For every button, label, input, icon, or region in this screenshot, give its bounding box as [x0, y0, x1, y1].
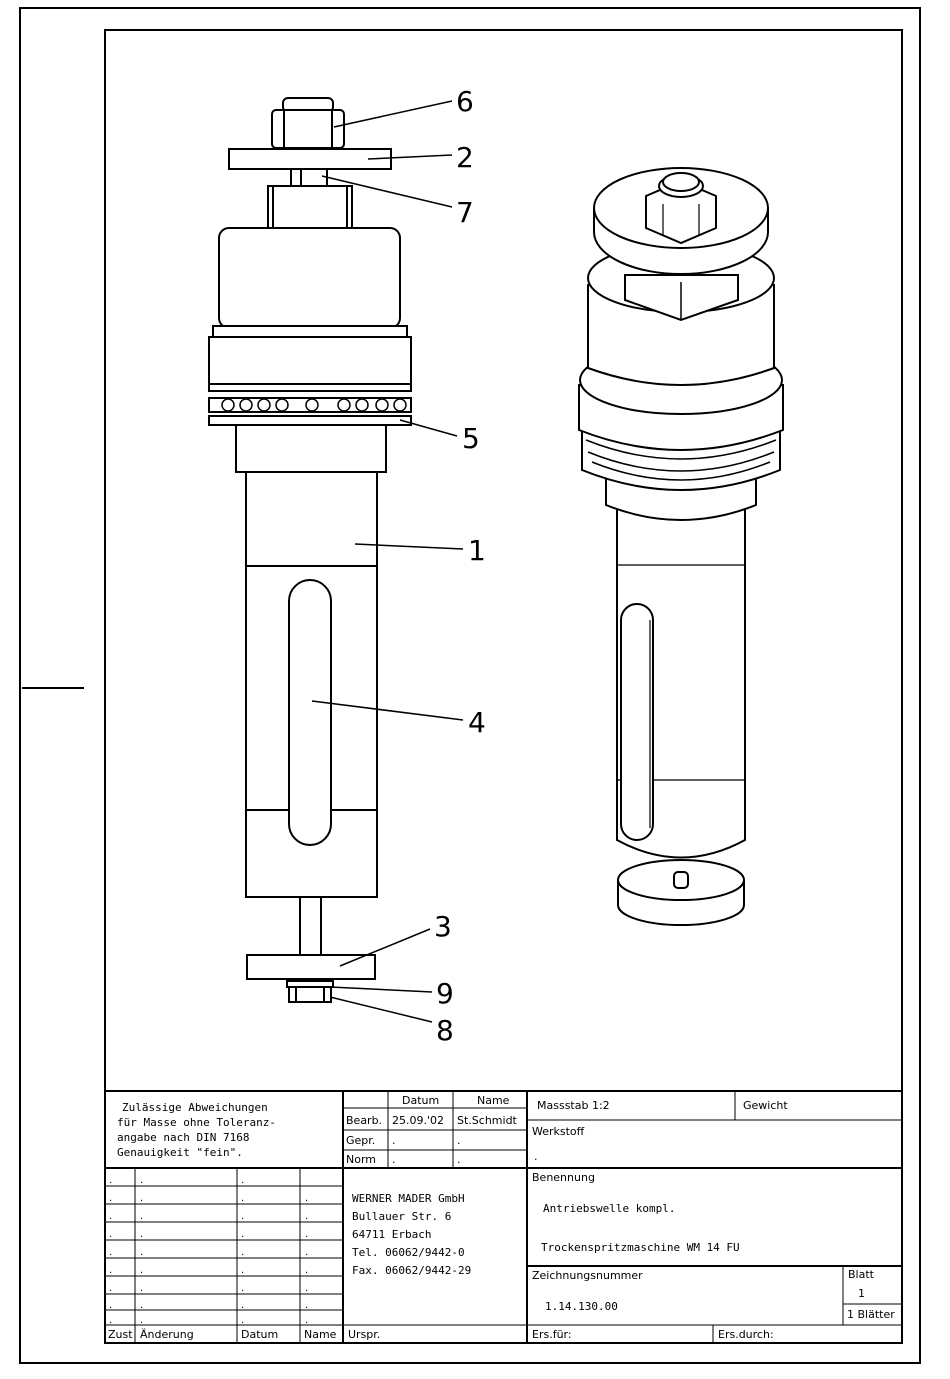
- rev-dot: .: [140, 1300, 143, 1311]
- header-name: Name: [477, 1094, 510, 1107]
- callout-4: 4: [468, 706, 486, 739]
- rev-dot: .: [241, 1175, 244, 1186]
- rev-dot: .: [109, 1265, 112, 1276]
- scale-label: Massstab 1:2: [537, 1099, 610, 1112]
- rev-header-name: Name: [304, 1328, 337, 1341]
- rev-dot: .: [140, 1211, 143, 1222]
- rev-dot: .: [305, 1247, 308, 1258]
- rev-dot: .: [305, 1300, 308, 1311]
- rev-dot: .: [109, 1229, 112, 1240]
- gepr-label: Gepr.: [346, 1134, 375, 1147]
- rev-dot: .: [140, 1315, 143, 1326]
- side-view: [208, 97, 412, 1003]
- tolerance-note-line-1: Zulässige Abweichungen: [122, 1101, 268, 1114]
- rev-dot: .: [140, 1175, 143, 1186]
- callouts: 6 2 7 5 1 4 3 9 8: [434, 85, 486, 1047]
- bearb-label: Bearb.: [346, 1114, 382, 1127]
- isometric-view: [578, 167, 784, 926]
- title-block-text: Zulässige Abweichungen für Masse ohne To…: [108, 1094, 895, 1341]
- rev-dot: .: [241, 1300, 244, 1311]
- rev-header-datum: Datum: [241, 1328, 278, 1341]
- callout-3: 3: [434, 910, 452, 943]
- weight-label: Gewicht: [743, 1099, 788, 1112]
- designation-line-1: Antriebswelle kompl.: [543, 1202, 675, 1215]
- ers-durch-label: Ers.durch:: [718, 1328, 774, 1341]
- norm-name: .: [457, 1153, 461, 1166]
- callout-6: 6: [456, 85, 474, 118]
- rev-header-zust: Zust: [108, 1328, 133, 1341]
- company-street: Bullauer Str. 6: [352, 1210, 451, 1223]
- rev-dot: .: [305, 1265, 308, 1276]
- material-value: .: [534, 1150, 538, 1163]
- rev-dot: .: [305, 1229, 308, 1240]
- callout-1: 1: [468, 534, 486, 567]
- rev-dot: .: [305, 1315, 308, 1326]
- rev-dot: .: [140, 1229, 143, 1240]
- drawing-number: 1.14.130.00: [545, 1300, 618, 1313]
- rev-dot: .: [241, 1229, 244, 1240]
- norm-date: .: [392, 1153, 396, 1166]
- bearb-name: St.Schmidt: [457, 1114, 518, 1127]
- rev-dot: .: [109, 1175, 112, 1186]
- rev-dot: .: [241, 1315, 244, 1326]
- urspr-label: Urspr.: [348, 1328, 380, 1341]
- sheet-value: 1: [858, 1287, 865, 1300]
- rev-dot: .: [109, 1193, 112, 1204]
- rev-dot: .: [305, 1283, 308, 1294]
- rev-dot: .: [140, 1193, 143, 1204]
- drawing-number-label: Zeichnungsnummer: [532, 1269, 643, 1282]
- tolerance-note-line-2: für Masse ohne Toleranz-: [117, 1116, 276, 1129]
- rev-dot: .: [241, 1247, 244, 1258]
- rev-dot: .: [109, 1247, 112, 1258]
- rev-dot: .: [241, 1265, 244, 1276]
- callout-5: 5: [462, 422, 480, 455]
- company-fax: Fax. 06062/9442-29: [352, 1264, 471, 1277]
- rev-dot: .: [140, 1247, 143, 1258]
- rev-dot: .: [109, 1300, 112, 1311]
- title-block: [104, 1090, 903, 1344]
- tolerance-note-line-3: angabe nach DIN 7168: [117, 1131, 249, 1144]
- rev-dot: .: [305, 1211, 308, 1222]
- sheet-label: Blatt: [848, 1268, 875, 1281]
- outer-frame: [19, 7, 921, 1364]
- callout-9: 9: [436, 977, 454, 1010]
- company-tel: Tel. 06062/9442-0: [352, 1246, 465, 1259]
- material-label: Werkstoff: [532, 1125, 585, 1138]
- norm-label: Norm: [346, 1153, 376, 1166]
- sheets-total: 1 Blätter: [847, 1308, 895, 1321]
- rev-dot: .: [241, 1283, 244, 1294]
- rev-dot: .: [109, 1315, 112, 1326]
- tolerance-note-line-4: Genauigkeit "fein".: [117, 1146, 243, 1159]
- designation-line-2: Trockenspritzmaschine WM 14 FU: [541, 1241, 740, 1254]
- designation-label: Benennung: [532, 1171, 595, 1184]
- gepr-date: .: [392, 1134, 396, 1147]
- callout-8: 8: [436, 1014, 454, 1047]
- company-name: WERNER MADER GmbH: [352, 1192, 465, 1205]
- bearb-date: 25.09.'02: [392, 1114, 444, 1127]
- rev-dot: .: [241, 1211, 244, 1222]
- rev-dot: .: [241, 1193, 244, 1204]
- rev-dot: .: [140, 1265, 143, 1276]
- company-city: 64711 Erbach: [352, 1228, 431, 1241]
- ers-fuer-label: Ers.für:: [532, 1328, 572, 1341]
- rev-header-aenderung: Änderung: [140, 1328, 194, 1341]
- header-datum: Datum: [402, 1094, 439, 1107]
- gepr-name: .: [457, 1134, 461, 1147]
- rev-dot: .: [140, 1283, 143, 1294]
- rev-dot: .: [109, 1211, 112, 1222]
- rev-dot: .: [109, 1283, 112, 1294]
- callout-2: 2: [456, 141, 474, 174]
- callout-7: 7: [456, 196, 474, 229]
- rev-dot: .: [305, 1193, 308, 1204]
- leader-lines: [311, 100, 464, 1023]
